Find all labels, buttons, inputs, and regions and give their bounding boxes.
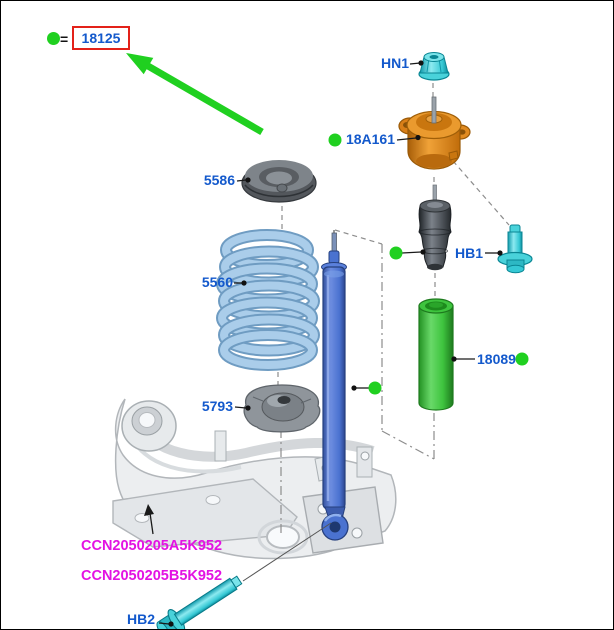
callout-leaders xyxy=(144,60,529,627)
strut-top-mount-part[interactable] xyxy=(398,96,471,170)
reference-code-b: CCN2050205B5K952 xyxy=(81,568,223,584)
callout-hb1[interactable]: HB1 xyxy=(454,245,483,261)
callout-5586[interactable]: 5586 xyxy=(203,172,235,188)
callout-5560[interactable]: 5560 xyxy=(201,274,233,290)
reference-code-a: CCN2050205A5K952 xyxy=(81,538,223,554)
callout-18a161[interactable]: 18A161 xyxy=(345,131,395,147)
dust-cover-part[interactable] xyxy=(418,298,454,411)
callout-18089[interactable]: 18089 xyxy=(477,351,516,367)
legend-equals: = xyxy=(60,31,69,47)
callout-hn1[interactable]: HN1 xyxy=(380,55,409,71)
included-part-markers xyxy=(328,133,529,395)
lower-spring-seat-part[interactable] xyxy=(243,384,321,433)
highlighted-part-number[interactable]: 18125 xyxy=(72,26,130,50)
legend-green-dot-icon xyxy=(47,32,60,45)
bolt-hb1-part[interactable] xyxy=(497,224,533,274)
legend-arrow-icon xyxy=(126,53,264,136)
bump-stop-part[interactable] xyxy=(418,184,452,271)
callout-5793[interactable]: 5793 xyxy=(201,398,233,414)
shock-absorber-part[interactable] xyxy=(321,232,349,541)
callout-hb2[interactable]: HB2 xyxy=(126,611,155,627)
bolt-hb2-part[interactable] xyxy=(153,522,332,630)
flange-nut-part[interactable] xyxy=(418,52,450,81)
upper-spring-seat-part[interactable] xyxy=(241,160,317,203)
coil-spring-part[interactable] xyxy=(216,229,320,371)
